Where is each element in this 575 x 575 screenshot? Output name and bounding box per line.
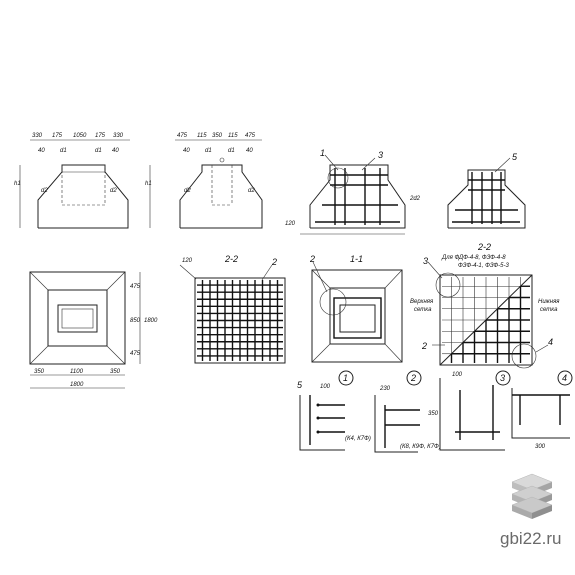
dim-text: 175 — [52, 133, 63, 139]
note-text: (К8, К9Ф, К7Ф) — [400, 444, 441, 450]
mark-text: 40 — [183, 148, 190, 154]
mark-text: 40 — [246, 148, 253, 154]
pos-number: 2 — [309, 254, 315, 264]
section-label: 2-2 — [477, 242, 491, 252]
pos-number: 4 — [548, 337, 553, 347]
dim-text: 350 — [428, 411, 439, 417]
dim-text: 120 — [182, 258, 193, 264]
dim-text: 1100 — [70, 369, 84, 375]
lower-mesh-label: Нижняя — [538, 299, 560, 305]
pos-number: 3 — [423, 256, 428, 266]
dim-text: 350 — [212, 133, 223, 139]
section-1-1: 1-1 2 — [309, 254, 403, 363]
dim-text: 350 — [110, 369, 121, 375]
upper-mesh-label: Верхняя — [410, 299, 434, 305]
pos-number: 2 — [271, 257, 277, 267]
dim-text: 475 — [177, 133, 188, 139]
dim-text: 1050 — [73, 133, 87, 139]
mark-text: d2 — [248, 188, 255, 194]
lower-mesh-label: сетка — [540, 307, 558, 313]
mark-text: d1 — [228, 148, 235, 154]
mark-text: 40 — [38, 148, 45, 154]
pos-number: 2 — [421, 341, 427, 351]
dim-text: 300 — [535, 444, 546, 450]
mark-text: d1 — [95, 148, 102, 154]
pos-number: 3 — [378, 150, 383, 160]
detail-number: 3 — [500, 373, 505, 383]
mark-text: d1 — [205, 148, 212, 154]
mesh-section-2-2-variant: 2-2 Для ФДФ-4-8, ФЗФ-4-8 ФЗФ-4-1, ФЗФ-5-… — [410, 242, 560, 369]
mesh-section-2-2: 2-2 120 2 — [179, 254, 286, 364]
dim-text: 175 — [95, 133, 106, 139]
dim-text: 100 — [452, 372, 463, 378]
elevation-left: 330 175 1050 175 330 40 d1 d1 40 d2 d2 h… — [14, 133, 152, 229]
dim-text: 120 — [285, 221, 296, 227]
note-text: ФЗФ-4-1, ФЗФ-5-3 — [458, 263, 510, 269]
detail-views: 1 100 (К4, К7Ф) 5 2 230 (К8, К9Ф, К7Ф) 3… — [297, 370, 573, 453]
pos-number: 1 — [320, 148, 325, 158]
rebar-elevation-1: 1 3 120 2d2 — [285, 148, 421, 235]
dim-text: 230 — [379, 386, 391, 392]
plan-view: 350 1100 350 1800 475 850 475 1800 — [29, 271, 158, 389]
detail-number: 2 — [410, 373, 416, 383]
dim-text: 115 — [228, 133, 238, 139]
stacked-slabs-logo-icon — [511, 473, 553, 519]
detail-number: 1 — [343, 373, 348, 383]
mark-text: h1 — [14, 181, 21, 187]
mark-text: d1 — [60, 148, 67, 154]
section-label: 1-1 — [350, 254, 363, 264]
upper-mesh-label: сетка — [414, 307, 432, 313]
dim-text: 350 — [34, 369, 45, 375]
dim-text: 1800 — [70, 382, 84, 388]
note-text: (К4, К7Ф) — [345, 436, 371, 442]
section-label: 2-2 — [224, 254, 238, 264]
dim-text: 330 — [32, 133, 43, 139]
watermark-text: gbi22.ru — [500, 529, 562, 548]
mark-text: h1 — [145, 181, 152, 187]
mark-text: d2 — [184, 188, 191, 194]
dim-text: 330 — [113, 133, 124, 139]
dim-text: 1800 — [144, 318, 158, 324]
dim-text: 475 — [130, 351, 141, 357]
dim-text: 475 — [245, 133, 256, 139]
elevation-right: 475 115 350 115 475 40 d1 d1 40 d2 d2 — [175, 133, 263, 229]
dim-text: 850 — [130, 318, 141, 324]
note-text: Для ФДФ-4-8, ФЗФ-4-8 — [441, 255, 506, 261]
mark-text: d2 — [110, 188, 117, 194]
dim-text: 100 — [320, 384, 331, 390]
detail-number: 4 — [562, 373, 567, 383]
mark-text: 40 — [112, 148, 119, 154]
pos-number: 5 — [297, 380, 303, 390]
dim-text: 115 — [197, 133, 207, 139]
dim-text: 2d2 — [409, 196, 421, 202]
mark-text: d2 — [41, 188, 48, 194]
rebar-elevation-2: 5 — [447, 152, 526, 229]
dim-text: 475 — [130, 284, 141, 290]
pos-number: 5 — [512, 152, 518, 162]
